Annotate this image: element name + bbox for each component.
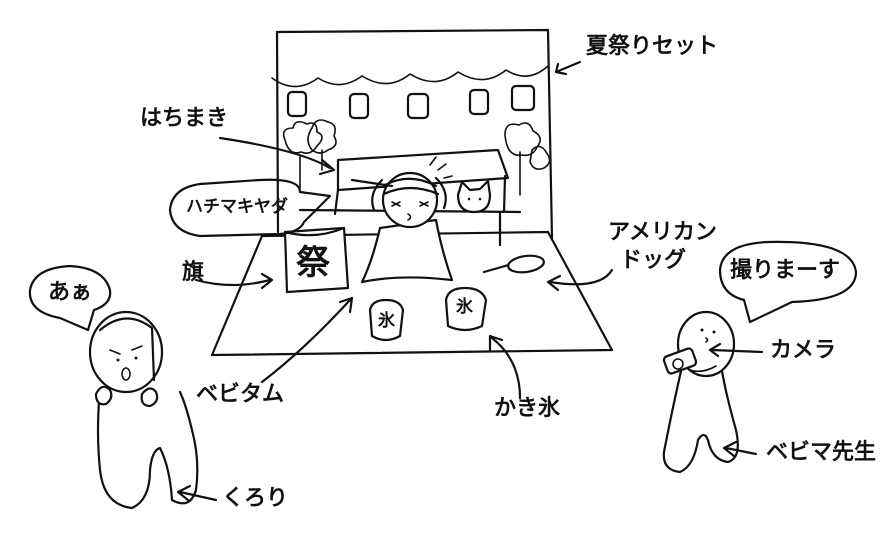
bebima-sensei-label: ベビマ先生 [766,440,877,465]
hachimaki-shop-label: ハチマキヤダ [186,197,288,217]
pointer-arrows [176,60,764,502]
american-dog [482,254,545,274]
bebitamu-figure [360,156,454,284]
toriimasu-bubble [718,240,858,324]
festival-set-label: 夏祭りセット [586,34,719,59]
ice-cup-2-text: 氷 [456,297,473,317]
bebitamu-label: ベビタム [196,382,285,407]
kurori-figure [88,310,199,510]
shaved-ice-cup-2 [444,286,488,332]
american-dog-label-line2: ドッグ [620,248,687,273]
flag-label: 旗 [182,260,205,285]
festival-mat [210,230,614,357]
toriimasu-speech-text: 撮りまーす [730,258,841,283]
kurori-label: くろり [222,486,289,511]
aa-bubble [28,264,112,332]
hachimaki-shop-bubble [168,178,332,238]
aa-speech-text: あぁ [48,280,93,305]
hachimaki-label: はちまき [140,106,229,131]
shaved-ice-label: かき氷 [494,396,561,421]
ice-cup-1-text: 氷 [378,311,395,331]
camera-label: カメラ [770,338,837,363]
matsuri-sign-text: 祭 [296,243,330,283]
american-dog-label-line1: アメリカン [608,220,717,245]
bebima-sensei-figure [662,310,739,474]
shaved-ice-cup-1 [368,298,405,342]
festival-booth [271,28,554,247]
